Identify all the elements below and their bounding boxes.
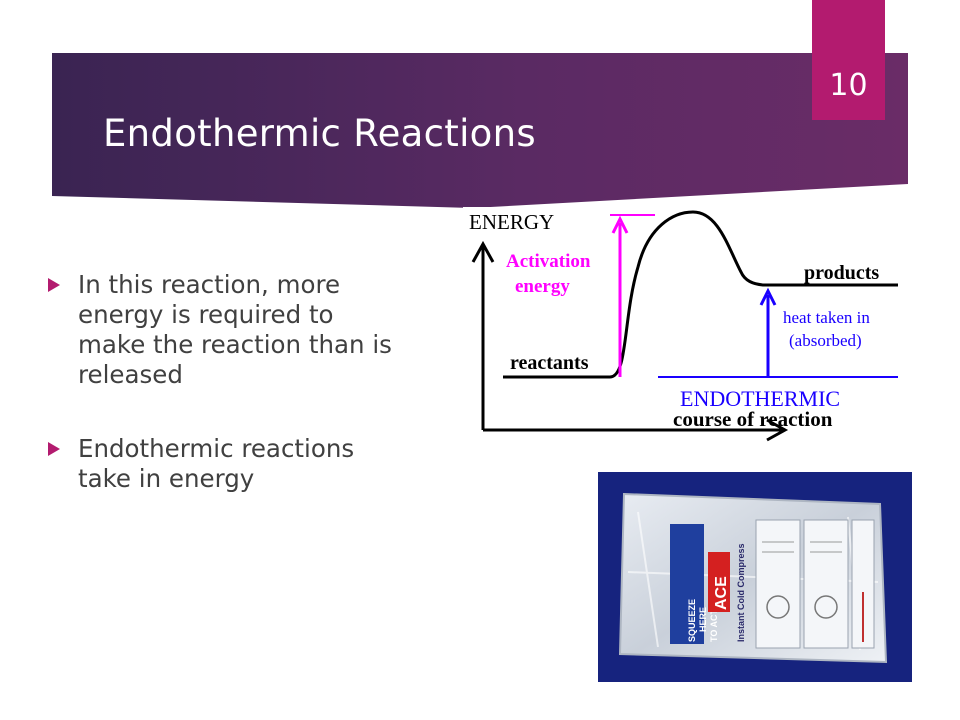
heat-label-line2: (absorbed) bbox=[789, 331, 862, 350]
y-axis-arrowhead bbox=[471, 240, 495, 263]
title-bar-slant bbox=[52, 184, 908, 208]
instruction-illustration-icon bbox=[814, 595, 838, 619]
activation-arrowhead bbox=[611, 215, 629, 234]
products-label: products bbox=[804, 262, 879, 284]
reactants-label: reactants bbox=[510, 352, 589, 374]
bullet-arrow-icon bbox=[48, 278, 60, 292]
energy-label: ENERGY bbox=[469, 210, 554, 234]
instruction-panel bbox=[803, 519, 849, 649]
activation-label-line2: energy bbox=[515, 276, 570, 297]
squeeze-text-3: TO ACTIVATE bbox=[709, 584, 719, 642]
squeeze-text-1: SQUEEZE bbox=[687, 599, 697, 642]
title-bar bbox=[52, 53, 908, 208]
cold-compress-photo: SQUEEZE HERE TO ACTIVATE ACE Instant Col… bbox=[598, 472, 912, 682]
ace-logo-box bbox=[708, 552, 730, 612]
squeeze-text-2: HERE bbox=[698, 607, 708, 632]
bullet-list: In this reaction, more energy is require… bbox=[48, 270, 408, 538]
squeeze-strip bbox=[670, 524, 704, 644]
product-name-text: Instant Cold Compress bbox=[736, 543, 746, 642]
bullet-text: In this reaction, more energy is require… bbox=[78, 270, 392, 389]
page-number-tab: 10 bbox=[812, 0, 885, 120]
bullet-arrow-icon bbox=[48, 442, 60, 456]
slide-title: Endothermic Reactions bbox=[103, 112, 536, 155]
endothermic-label: ENDOTHERMIC bbox=[680, 386, 840, 411]
energy-diagram-svg: ENERGY Activation energy heat taken in (… bbox=[469, 210, 898, 442]
instruction-panel bbox=[755, 519, 801, 649]
reaction-curve bbox=[503, 210, 898, 379]
page-number: 10 bbox=[829, 68, 868, 103]
heat-arrowhead bbox=[759, 287, 777, 306]
energy-diagram: ENERGY Activation energy heat taken in (… bbox=[463, 207, 898, 443]
ace-logo-text: ACE bbox=[713, 576, 730, 610]
bullet-item: In this reaction, more energy is require… bbox=[48, 270, 408, 390]
course-of-reaction-label: course of reaction bbox=[673, 407, 833, 431]
bullet-item: Endothermic reactions take in energy bbox=[48, 434, 408, 494]
caution-panel bbox=[851, 519, 875, 649]
cold-compress-svg: SQUEEZE HERE TO ACTIVATE ACE Instant Col… bbox=[618, 492, 888, 664]
heat-label-line1: heat taken in bbox=[783, 308, 870, 327]
bullet-text: Endothermic reactions take in energy bbox=[78, 434, 355, 493]
instruction-illustration-icon bbox=[766, 595, 790, 619]
activation-label-line1: Activation bbox=[506, 251, 591, 272]
x-axis-arrowhead bbox=[766, 418, 789, 442]
